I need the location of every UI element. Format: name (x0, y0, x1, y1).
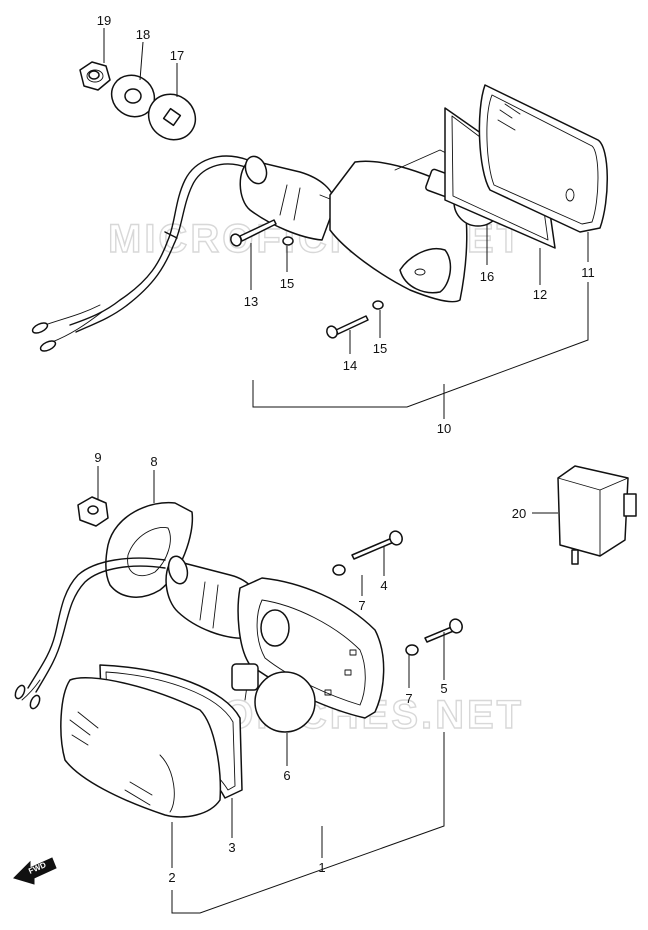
callout-20: 20 (512, 506, 526, 521)
callout-8: 8 (150, 454, 157, 469)
part-17-washer (147, 93, 197, 141)
part-2-lens (60, 677, 222, 818)
part-11-lens (478, 84, 608, 233)
part-7-washer-a (332, 564, 346, 576)
callout-2: 2 (168, 870, 175, 885)
lower-bulb-socket (165, 555, 261, 639)
part-5-screw (424, 618, 463, 643)
upper-wire-harness (31, 155, 249, 352)
callout-6: 6 (283, 768, 290, 783)
part-19-nut (79, 61, 111, 91)
callout-7-lower: 7 (405, 691, 412, 706)
callout-15-lower: 15 (373, 341, 387, 356)
callout-15-upper: 15 (280, 276, 294, 291)
upper-leader-lines (103, 28, 589, 419)
callout-14: 14 (343, 358, 357, 373)
lower-housing (237, 577, 385, 719)
part-14-screw (326, 315, 369, 339)
callout-19: 19 (97, 13, 111, 28)
callout-4: 4 (380, 578, 387, 593)
callout-18: 18 (136, 27, 150, 42)
callout-17: 17 (170, 48, 184, 63)
part-18-washer (110, 74, 156, 118)
callout-12: 12 (533, 287, 547, 302)
callout-5: 5 (440, 681, 447, 696)
part-13-screw (230, 219, 277, 247)
callout-11: 11 (581, 265, 595, 280)
upper-bulb-socket (239, 155, 346, 241)
callout-9: 9 (94, 450, 101, 465)
callout-16: 16 (480, 269, 494, 284)
callout-3: 3 (228, 840, 235, 855)
callout-1: 1 (318, 860, 325, 875)
part-15-washer-upper (282, 236, 294, 246)
part-20-relay (557, 465, 637, 565)
lower-leader-lines (97, 466, 558, 914)
part-6-bulb (231, 663, 316, 733)
fwd-arrow-icon: FWD (13, 857, 57, 885)
callout-10: 10 (437, 421, 451, 436)
part-7-washer-b (405, 644, 419, 656)
upper-housing (329, 149, 481, 303)
lower-wire-harness (14, 557, 166, 710)
part-9-nut (77, 496, 109, 527)
part-4-screw (351, 530, 403, 560)
callout-7-upper: 7 (358, 598, 365, 613)
callout-13: 13 (244, 294, 258, 309)
part-15-washer-lower (372, 300, 384, 310)
